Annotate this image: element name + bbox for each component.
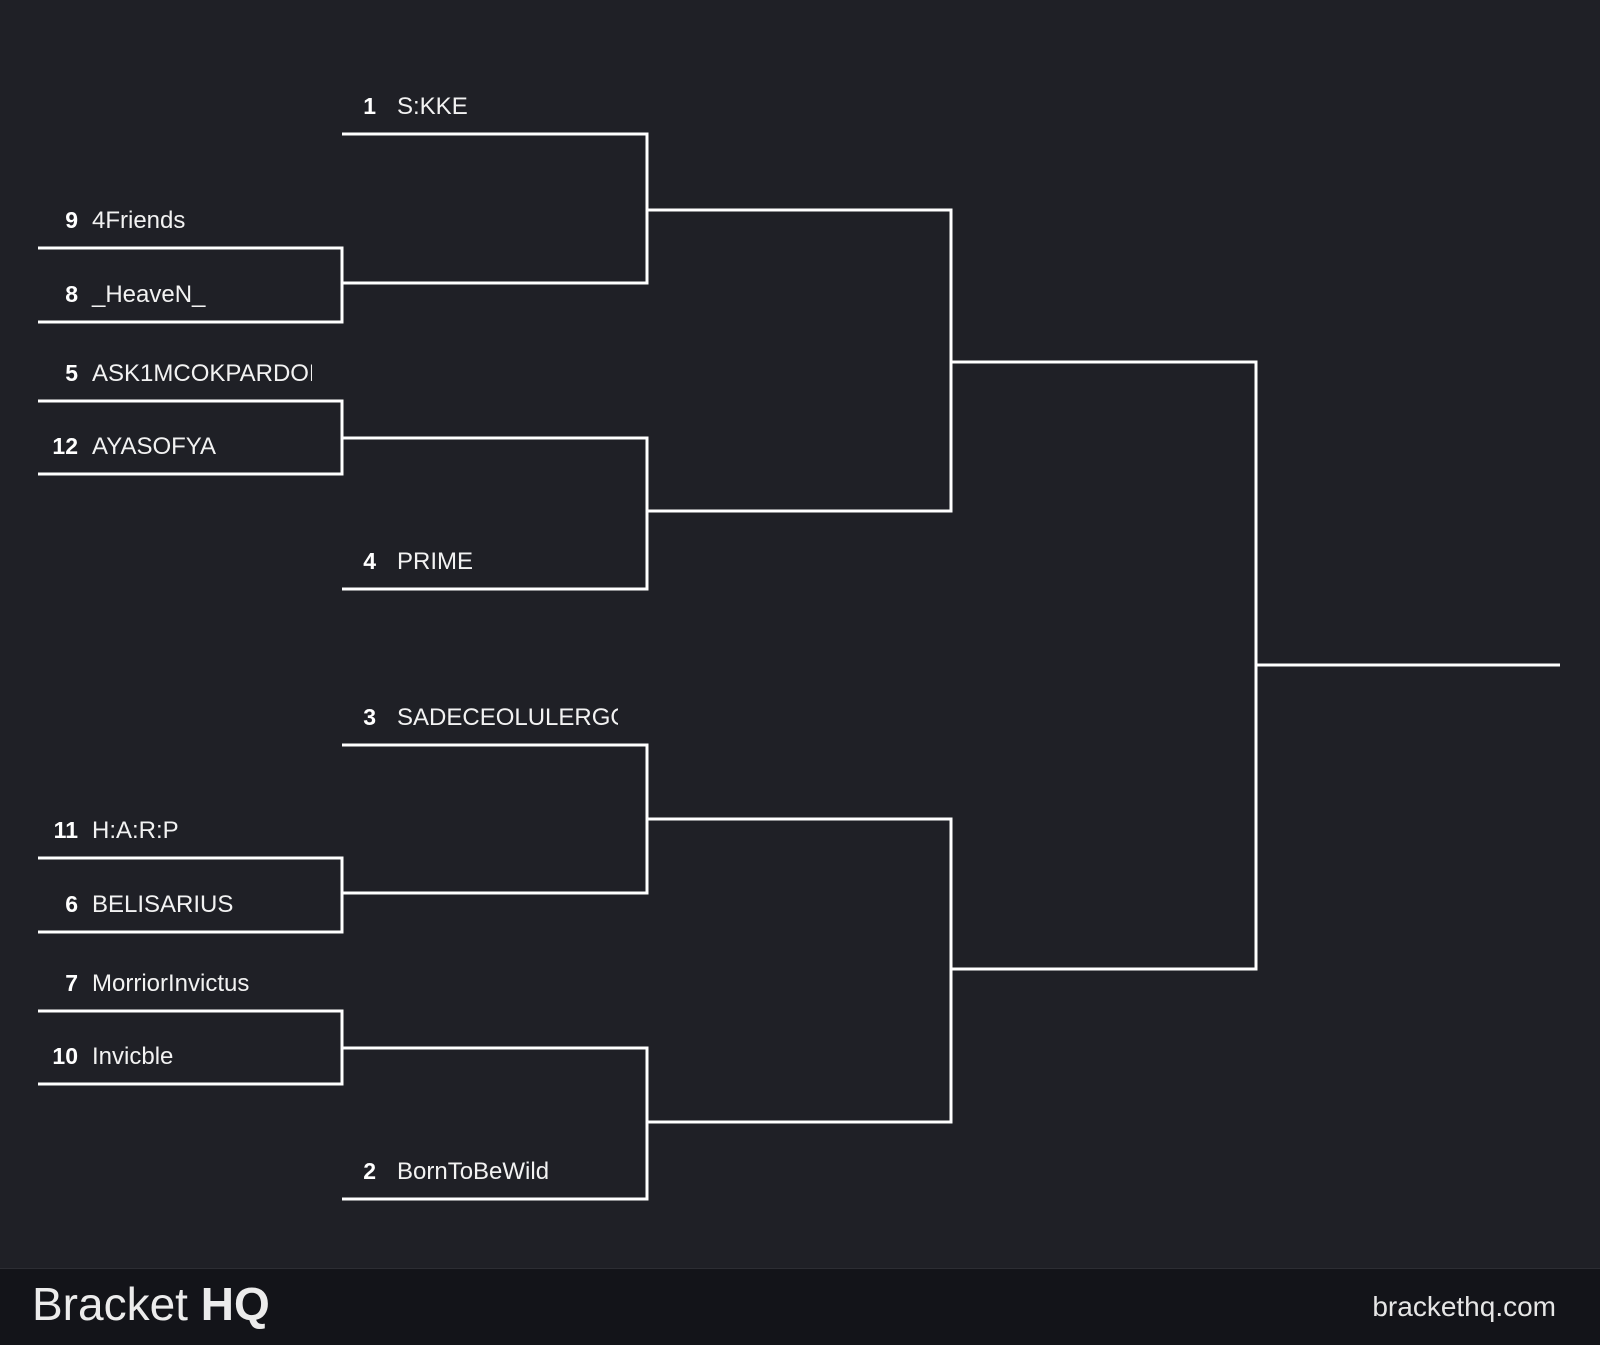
- team-seed: 8: [65, 281, 78, 307]
- brand-logo: Bracket HQ: [32, 1277, 270, 1331]
- team-name[interactable]: BornToBeWild: [397, 1158, 549, 1185]
- team-seed: 1: [363, 93, 376, 119]
- team-name[interactable]: SADECEOLULERGORU: [397, 704, 664, 731]
- match-bracket-line: [342, 743, 649, 895]
- match-bracket-line: [342, 436, 649, 591]
- match-bracket-line: [647, 817, 953, 1124]
- bracket-lines: [38, 132, 1560, 1201]
- site-link[interactable]: brackethq.com: [1372, 1291, 1556, 1322]
- team-seed: 11: [54, 817, 79, 843]
- team-seed: 3: [363, 704, 376, 730]
- match-bracket-line: [38, 856, 344, 934]
- match-bracket-line: [38, 1009, 344, 1086]
- team-name[interactable]: 4Friends: [92, 207, 185, 234]
- team-name[interactable]: BELISARIUS: [92, 891, 233, 918]
- team-name[interactable]: PRIME: [397, 548, 473, 575]
- team-seed: 12: [52, 433, 78, 459]
- match-bracket-line: [951, 360, 1258, 971]
- match-bracket-line: [38, 246, 344, 324]
- team-name[interactable]: _HeaveN_: [91, 281, 206, 308]
- team-name[interactable]: MorriorInvictus: [92, 970, 249, 997]
- team-name[interactable]: S:KKE: [397, 93, 468, 120]
- team-seed: 4: [363, 548, 376, 574]
- team-name[interactable]: Invicble: [92, 1043, 173, 1070]
- team-name[interactable]: H:A:R:P: [92, 817, 179, 844]
- brand-suffix: HQ: [200, 1278, 270, 1330]
- team-seed: 10: [52, 1043, 78, 1069]
- match-bracket-line: [342, 132, 649, 285]
- team-seed: 9: [65, 207, 78, 233]
- team-seed: 6: [65, 891, 78, 917]
- team-seed: 2: [363, 1158, 376, 1184]
- brand-name: Bracket: [32, 1278, 188, 1330]
- team-name[interactable]: ASK1MCOKPARDON: [92, 360, 326, 387]
- team-seed: 7: [65, 970, 78, 996]
- footer-bar: Bracket HQ brackethq.com: [0, 1268, 1600, 1345]
- team-seed: 5: [65, 360, 78, 386]
- match-bracket-line: [647, 208, 953, 513]
- team-name[interactable]: AYASOFYA: [92, 433, 216, 460]
